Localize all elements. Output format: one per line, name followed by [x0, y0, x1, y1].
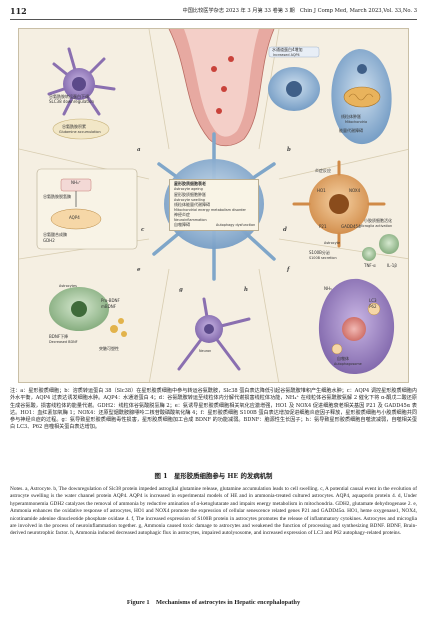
center-summary-box: 星形胶质细胞衰老 Astrocyte ageing 星形胶质细胞肿胀 Astro…	[169, 179, 259, 231]
center-neuroinflam-en: Neuroinflammation	[174, 218, 207, 222]
label-nox4: NOX4	[349, 188, 361, 193]
label-autophagosome-en: Autophagosome	[334, 362, 362, 366]
mitochondria-cell-c	[331, 49, 392, 145]
label-gdh-line: 谷氨酰胺脱氢酶	[43, 194, 71, 199]
center-swelling-en: Astrocyte swelling	[174, 198, 205, 202]
label-gadd45: GADD45α	[341, 224, 361, 229]
label-mbdnf: mBDNF	[101, 304, 117, 309]
mechanism-figure: a b c d e f g h 谷氨酰胺转运蛋白下调 SLC38 downreg…	[18, 28, 409, 383]
label-aqp4: 水通道蛋白4增加	[272, 47, 303, 52]
label-nh3: NH₃	[324, 286, 332, 291]
panel-letter-a: a	[137, 147, 141, 153]
label-il1: IL-1β	[387, 263, 397, 268]
label-mito: Mitochondria	[345, 120, 368, 124]
label-nh4: NH₄⁺	[71, 180, 81, 185]
label-inflammation: 炎症反应	[315, 168, 331, 173]
label-microglia: 小胶质细胞活化	[364, 218, 392, 223]
label-gdh2: GDH2	[43, 238, 55, 243]
autophagy-cell-h	[318, 278, 395, 374]
center-neuroinflam: 神经炎症	[174, 212, 190, 217]
figure-title-cn: 图 1 星形胶质细胞参与 HE 的发病机制	[154, 472, 273, 480]
label-glu-synth: 谷氨酸合成酶	[43, 232, 67, 237]
label-glutamine: 谷氨酰胺积累	[62, 124, 86, 129]
aqp4-cell-b	[268, 46, 320, 111]
center-autophagy: 自噬障碍	[174, 222, 190, 227]
figure-title-en: Figure 1 Mechanisms of astrocytes in Hep…	[126, 599, 301, 606]
label-bdnf-en: Decreased BDNF	[49, 340, 78, 344]
astrocyte-cell-a	[47, 47, 116, 140]
page-header: 112 中国比较医学杂志 2023 年 3 月第 33 卷第 3 期 Chin …	[10, 6, 417, 20]
page-number: 112	[10, 6, 27, 16]
label-ho1: HO1	[317, 188, 326, 193]
running-head: 中国比较医学杂志 2023 年 3 月第 33 卷第 3 期 Chin J Co…	[182, 8, 417, 14]
label-p21: P21	[319, 224, 327, 229]
label-neuron: Neuron	[199, 349, 212, 353]
center-title: 星形胶质细胞衰老	[174, 181, 206, 186]
label-aqp4-inner: AQP4	[69, 215, 80, 220]
panel-letter-f: f	[287, 267, 290, 273]
label-energy: 能量代谢障碍	[339, 128, 363, 133]
center-autophagy-en: Autophagy dysfunction	[216, 223, 256, 227]
center-swelling: 星形胶质细胞肿胀	[174, 192, 206, 197]
label-lc3: LC3	[369, 298, 377, 303]
label-mito-swell: 线粒体肿胀	[341, 114, 361, 119]
label-slc38-en: SLC38 downregulation	[49, 99, 95, 104]
label-aqp4-en: Increased AQP4	[273, 53, 300, 57]
nh4-box-d	[36, 168, 138, 250]
label-astrocytes-f: Astrocytes	[59, 284, 77, 288]
label-synaptic: 突触可塑性	[99, 346, 119, 351]
label-astrocyte-e: Astrocyte	[324, 241, 341, 245]
figure-caption-en: Notes. a, Astrocyte. b, The downregulati…	[10, 486, 417, 537]
label-s100b: S100B分泌	[309, 250, 330, 255]
label-s100b-en: S100B secretion	[309, 256, 337, 260]
label-microglia-en: Microglia activation	[359, 224, 393, 228]
panel-letter-g: g	[179, 287, 183, 293]
figure-caption-cn: 注：a：星形胶质细胞；b：溶质转运蛋白 38（Slc38）在星形胶质细胞中参与转…	[10, 388, 417, 431]
bdnf-cell-f	[49, 287, 127, 337]
panel-letter-b: b	[287, 147, 291, 153]
center-mito: 线粒体能量代谢障碍	[174, 202, 210, 207]
vessel-illustration	[168, 29, 275, 147]
panel-letter-d: d	[283, 227, 287, 233]
center-mito-en: Mitochondrial energy metabolism disorder	[174, 208, 246, 212]
senescence-cell-e	[292, 160, 399, 261]
label-bdnf: BDNF下降	[49, 334, 69, 339]
center-title-en: Astrocyte ageing	[174, 187, 203, 191]
label-slc38: 谷氨酰胺转运蛋白下调	[49, 94, 89, 99]
label-p62: P62	[369, 304, 377, 309]
neuron-cell-g	[177, 297, 251, 371]
label-pro-bdnf: Pro-BDNF	[101, 298, 120, 303]
panel-letter-c: c	[141, 227, 145, 233]
label-tnf: TNF-α	[364, 263, 376, 268]
label-autophagosome: 自噬体	[337, 356, 349, 361]
panel-letter-h: h	[244, 287, 248, 293]
label-glutamine-en: Glutamine accumulation	[59, 130, 101, 134]
panel-letter-e: e	[137, 267, 141, 273]
